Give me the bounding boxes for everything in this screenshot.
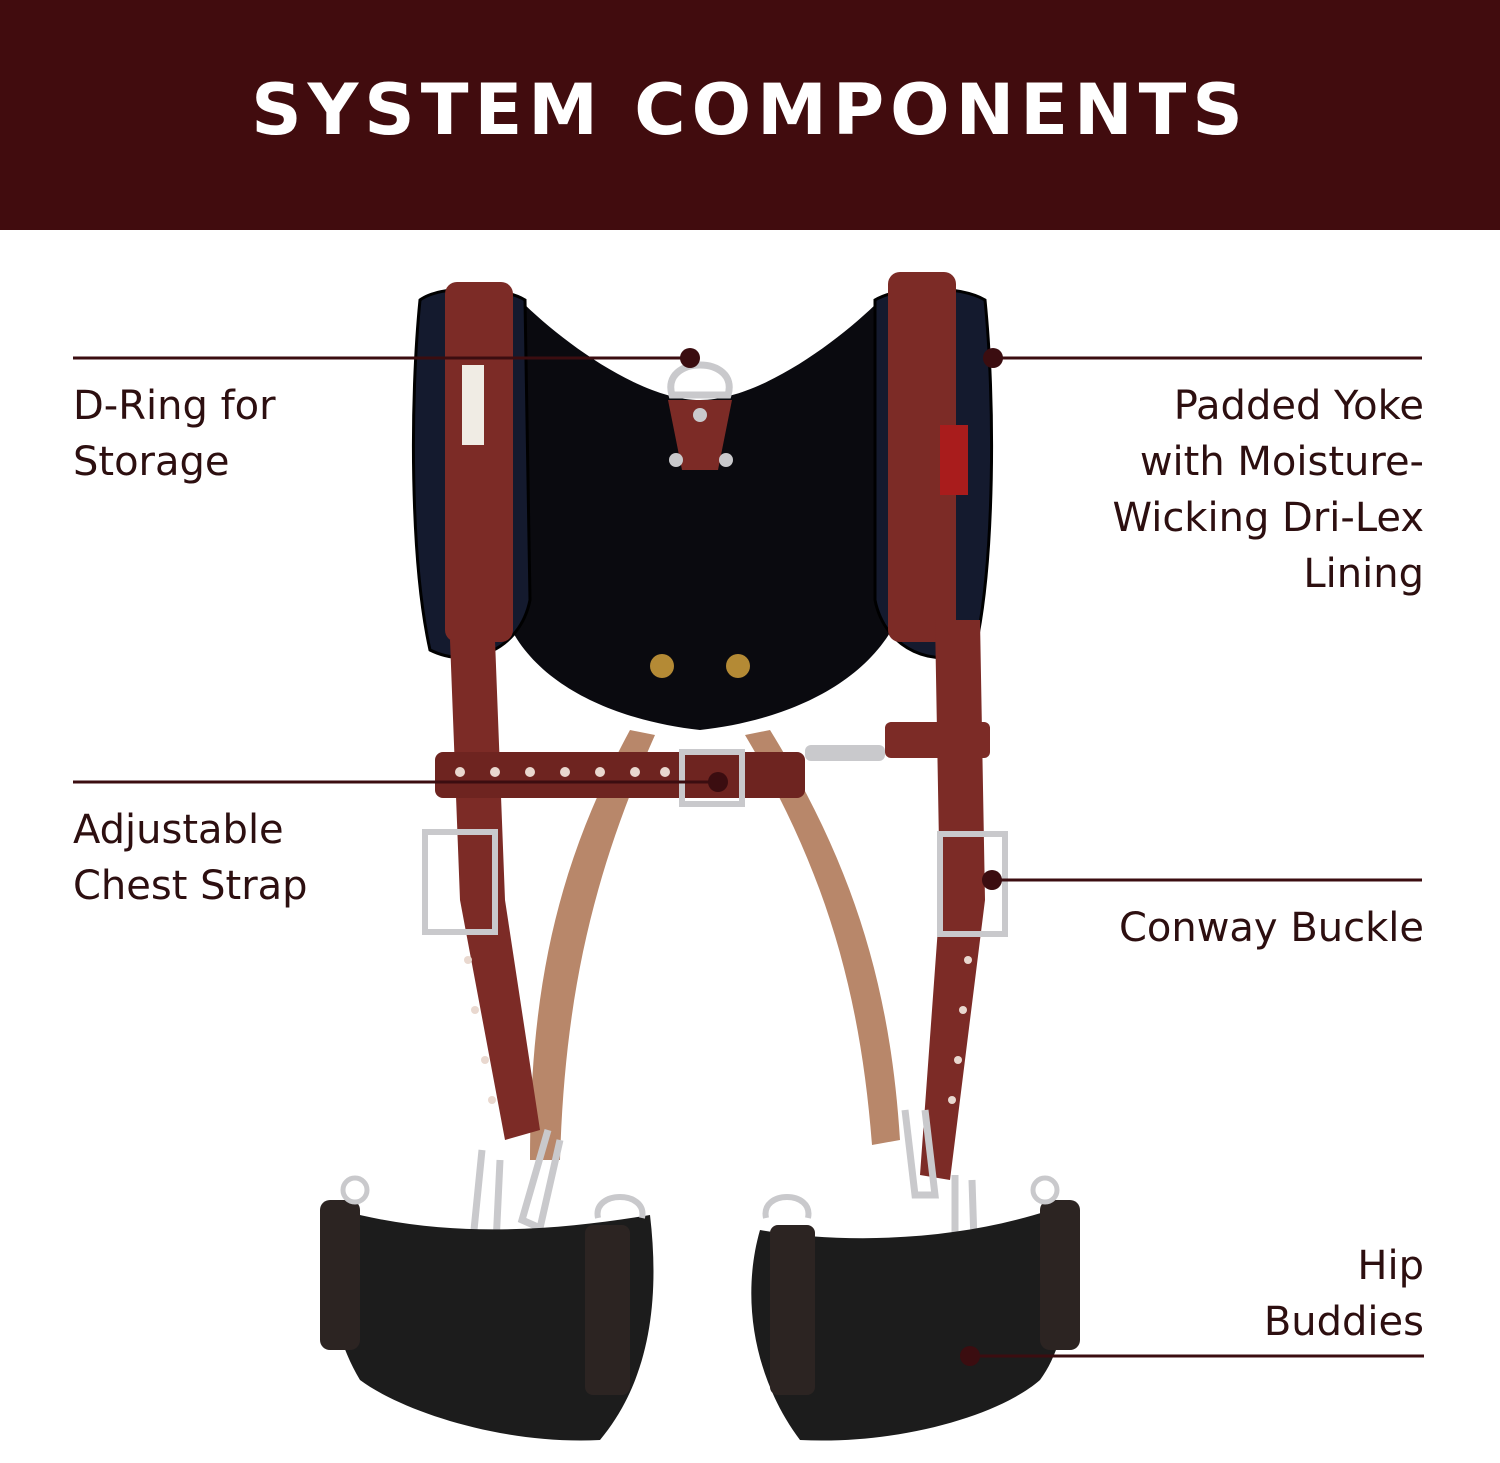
callout-padded-yoke: Padded Yoke with Moisture- Wicking Dri-L… xyxy=(1112,383,1424,597)
back-strap-right xyxy=(745,730,900,1145)
brand-label xyxy=(462,365,484,445)
callout-lines xyxy=(73,348,1424,1366)
yoke-back-panel xyxy=(500,300,905,730)
callout-conway-buckle: Conway Buckle xyxy=(1118,905,1424,951)
leather-strap-right-lower xyxy=(920,620,985,1180)
callout-d-ring: D-Ring for Storage xyxy=(73,383,276,485)
header-banner: SYSTEM COMPONENTS xyxy=(0,0,1500,230)
chest-strap-graphic xyxy=(435,722,990,807)
back-strap-left xyxy=(530,730,655,1160)
strap-holes xyxy=(464,956,972,1104)
leather-strap-left-upper xyxy=(445,282,513,642)
buckle-icon xyxy=(937,831,1008,937)
callout-hip-buddies: Hip Buddies xyxy=(1263,1243,1424,1345)
d-ring-icon xyxy=(667,361,733,470)
page-title: SYSTEM COMPONENTS xyxy=(251,69,1249,151)
buckle-icon xyxy=(679,749,745,807)
rivet xyxy=(650,654,674,678)
callout-chest-strap: Adjustable Chest Strap xyxy=(73,807,308,909)
leather-strap-right-upper xyxy=(888,272,956,642)
buckle-icon xyxy=(422,829,498,935)
hip-pad-icon xyxy=(320,1175,1080,1441)
pencil-pocket-item xyxy=(940,425,968,495)
rivet xyxy=(726,654,750,678)
